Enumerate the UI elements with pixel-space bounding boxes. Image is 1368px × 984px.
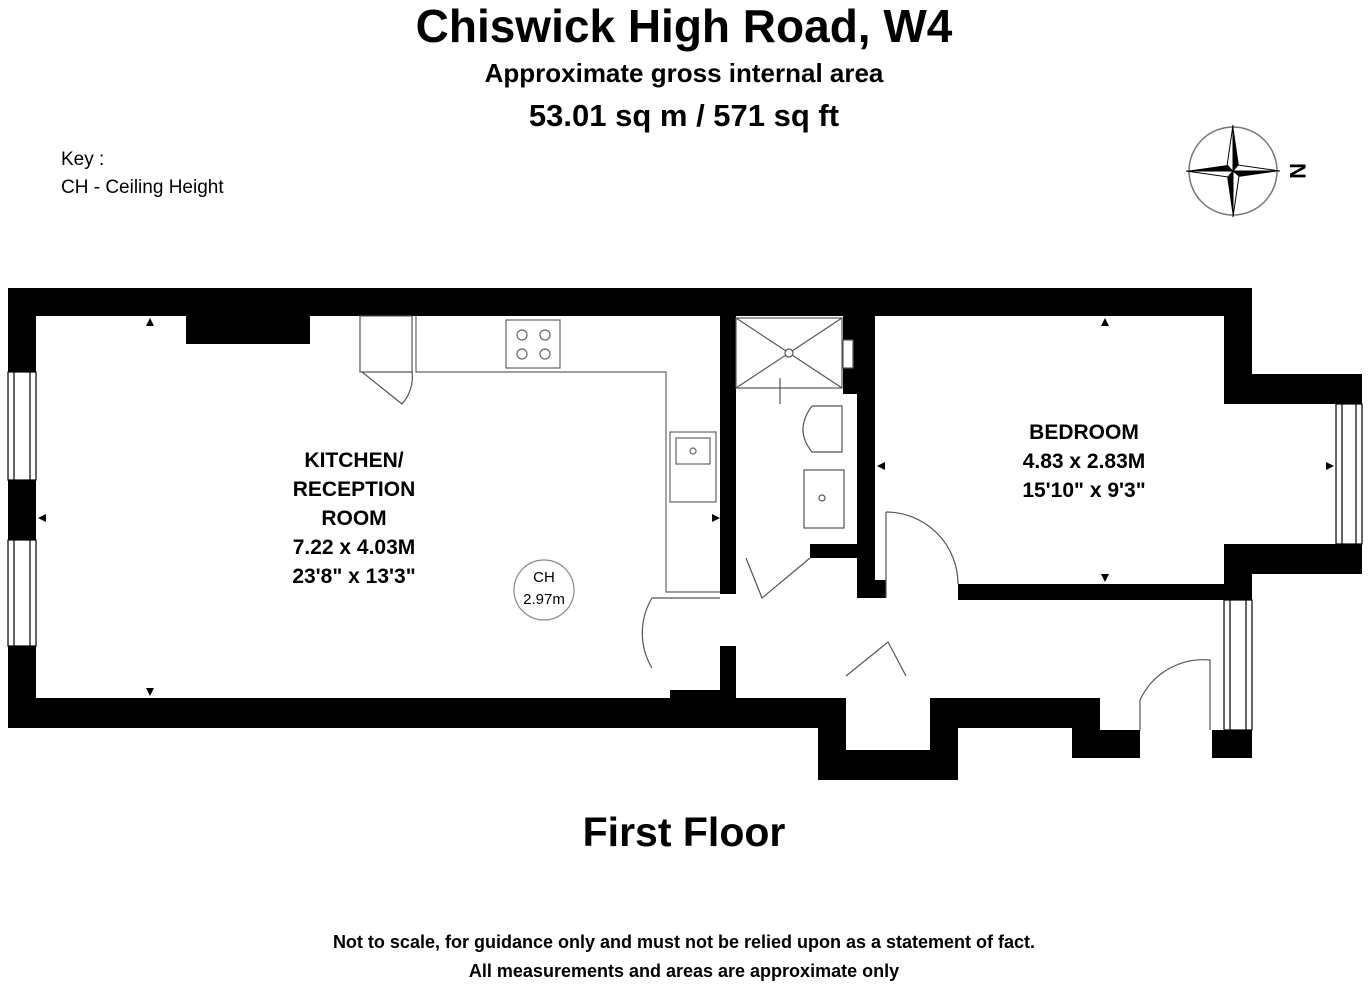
door-entrance (1139, 659, 1211, 730)
compass-point-a (1233, 125, 1239, 171)
compass-point-e (1227, 171, 1233, 217)
door-cupboard (845, 641, 907, 677)
compass-point-g (1186, 165, 1233, 171)
wall-cupboard-right (930, 698, 958, 780)
key-entry: CH - Ceiling Height (61, 177, 224, 198)
wall-chimney (186, 316, 310, 344)
window-left-lower (7, 539, 37, 647)
door-bathroom (745, 557, 811, 599)
wall-bottom-kitchen (8, 698, 828, 728)
window-left-upper (7, 371, 37, 481)
area-subtitle: Approximate gross internal area (484, 58, 884, 88)
windows (7, 371, 1363, 731)
wall-bedroom-right-bottom (1224, 544, 1252, 600)
window-hall (1223, 599, 1253, 731)
gross-area: 53.01 sq m / 571 sq ft (528, 98, 840, 133)
hob (505, 319, 561, 369)
wall-left-upper (8, 288, 36, 372)
wall-bath-left (720, 316, 736, 594)
disclaimer-line2: All measurements and areas are approxima… (468, 961, 900, 981)
kitchen-label: KITCHEN/ RECEPTION ROOM 7.22 x 4.03M 23'… (292, 449, 415, 588)
kitchen-name-line3: ROOM (321, 507, 386, 530)
window-bay (1335, 403, 1363, 545)
door-bedroom (885, 511, 959, 585)
wall-bedroom-corner (860, 580, 886, 598)
kitchen-name-line1: KITCHEN/ (304, 449, 403, 472)
compass-point-d (1231, 164, 1281, 172)
wall-bath-bottom-right (810, 544, 875, 558)
key-legend: Key : CH - Ceiling Height (61, 146, 224, 202)
wall-hall-bottom (958, 698, 1072, 728)
property-title: Chiswick High Road, W4 (415, 0, 953, 52)
wall-bay-top (1224, 374, 1362, 404)
sink (669, 431, 717, 503)
wall-left-mid (8, 480, 36, 540)
kitchen-metric: 7.22 x 4.03M (293, 536, 416, 559)
compass-point-b (1226, 124, 1234, 173)
bedroom-imperial: 15'10" x 9'3" (1022, 479, 1145, 502)
ceiling-height-label: CH (533, 569, 555, 586)
kitchen-name-line2: RECEPTION (293, 478, 416, 501)
ceiling-height-marker: CH 2.97m (513, 559, 575, 621)
wall-bottom-stub (670, 690, 736, 700)
bathroom-fixtures (735, 317, 854, 529)
disclaimer-line1: Not to scale, for guidance only and must… (332, 932, 1036, 952)
bedroom-label: BEDROOM 4.83 x 2.83M 15'10" x 9'3" (1022, 421, 1145, 502)
wall-bedroom-left (857, 316, 875, 598)
doors (641, 511, 1211, 730)
ceiling-height-value: 2.97m (523, 591, 565, 608)
compass-point-f (1232, 169, 1240, 218)
compass-icon: N (1185, 124, 1310, 218)
floor-label: First Floor (582, 809, 786, 855)
compass-point-h (1185, 170, 1235, 178)
compass-point-c (1233, 171, 1280, 177)
wall-top (8, 288, 1252, 316)
wall-bedroom-bottom (958, 584, 1224, 600)
wall-bath-left-lower (720, 646, 736, 698)
key-heading: Key : (61, 149, 105, 170)
kitchen-worktop (415, 316, 720, 593)
walls (8, 288, 1362, 780)
wall-hall-step-bottom (1072, 730, 1140, 758)
dimension-arrows (38, 318, 1334, 696)
toilet (802, 405, 843, 453)
compass-north-label: N (1285, 163, 1310, 179)
kitchen-cupboard-door (359, 315, 413, 405)
wall-hall-right-bottom (1212, 730, 1252, 758)
bedroom-name: BEDROOM (1029, 421, 1139, 444)
kitchen-imperial: 23'8" x 13'3" (292, 565, 415, 588)
bedroom-metric: 4.83 x 2.83M (1023, 450, 1146, 473)
door-kitchen (641, 597, 720, 669)
